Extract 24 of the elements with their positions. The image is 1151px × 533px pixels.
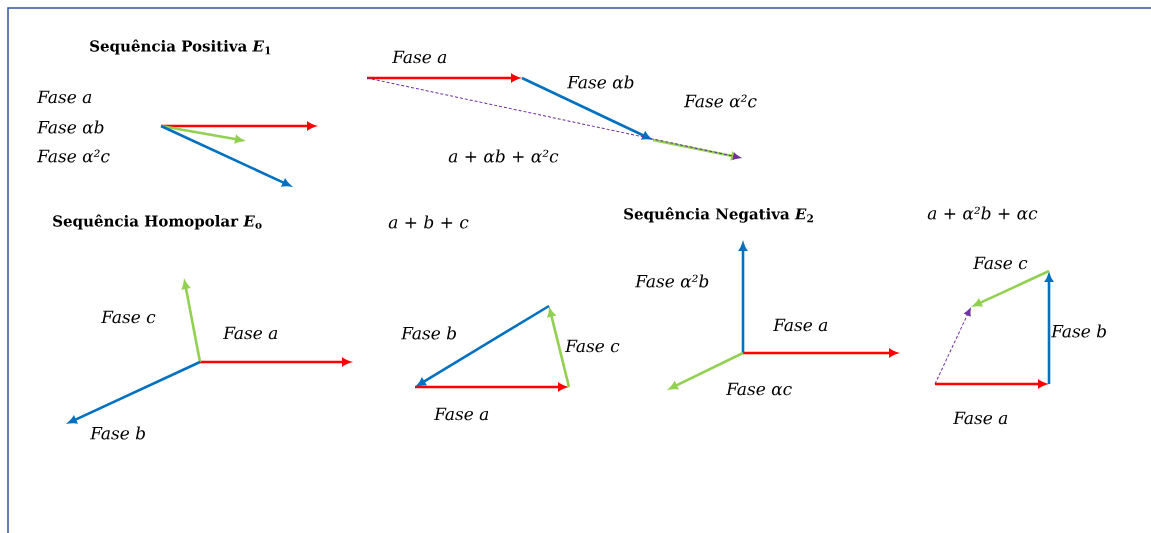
- phasor-label: Fase a: [391, 50, 447, 64]
- phasor-label: Fase αb: [566, 75, 634, 89]
- phasor-label: Fase b: [89, 426, 145, 440]
- section-heading: Sequência Positiva E$_{1}$: [90, 39, 271, 55]
- formula-text: a + α²b + αc: [927, 206, 1038, 220]
- phasor-label: Fase b: [400, 326, 456, 340]
- phasor-label: Fase a: [952, 411, 1008, 425]
- section-heading: Sequência Negativa E$_{2}$: [624, 207, 813, 223]
- phasor-label: Fase a: [36, 90, 92, 104]
- phasor-label: Fase c: [564, 339, 620, 353]
- phasor-label: Fase a: [433, 407, 489, 421]
- section-heading: Sequência Homopolar E$_{o}$: [53, 214, 262, 230]
- phasor-label: Fase α²c: [683, 94, 757, 108]
- phasor-label: Fase a: [772, 318, 828, 332]
- phasor-label: Fase b: [1050, 324, 1106, 338]
- phasor-label: Fase αc: [725, 382, 792, 396]
- phasor-label: Fase α²b: [634, 274, 709, 288]
- phasor-label: Fase a: [222, 326, 278, 340]
- formula-text: a + b + c: [388, 215, 469, 229]
- phasor-label: Fase αb: [36, 120, 104, 134]
- phasor-label: Fase c: [100, 310, 156, 324]
- formula-text: a + αb + α²c: [448, 149, 559, 163]
- phasor-label: Fase c: [972, 256, 1028, 270]
- phasor-label: Fase α²c: [36, 149, 110, 163]
